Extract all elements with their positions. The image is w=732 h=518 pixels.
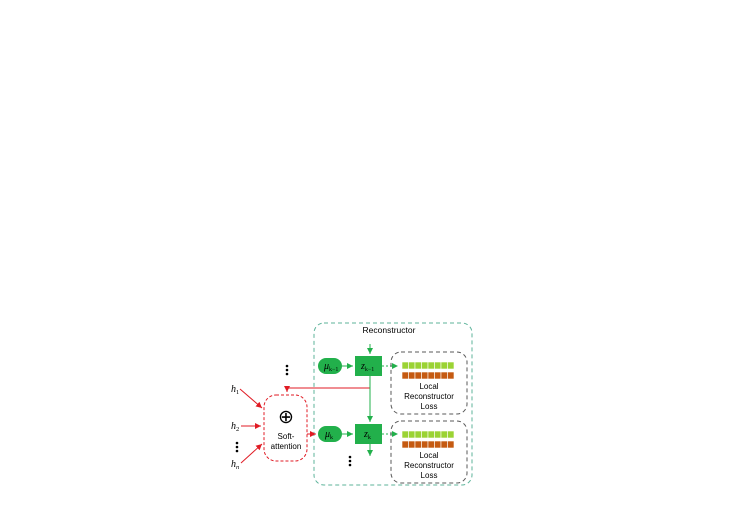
mu-curr-label: μk (324, 429, 333, 441)
vector-cell (421, 361, 429, 370)
vector-cell (447, 371, 455, 380)
ellipsis-bottom (348, 455, 352, 467)
vector-cell (401, 361, 409, 370)
ellipsis-top (285, 364, 289, 376)
vector-cell (447, 430, 455, 439)
vector-cell (434, 371, 442, 380)
vector-cell (414, 361, 422, 370)
loss-top-line2: Reconstructor (404, 392, 454, 401)
soft-attention-block (263, 394, 308, 462)
vector-cell (414, 440, 422, 449)
target-vector-bottom (401, 440, 455, 449)
vector-cell (427, 371, 435, 380)
vector-cell (401, 430, 409, 439)
vector-cell (421, 371, 429, 380)
soft-attention-label-1: Soft- (278, 432, 295, 441)
vector-cell (434, 440, 442, 449)
feedback-arrow (284, 386, 370, 392)
reconstructor-title: Reconstructor (363, 325, 416, 335)
vector-cell (427, 361, 435, 370)
mu-curr-node (318, 426, 342, 442)
arrow-h1-attention (239, 388, 263, 409)
z-curr-node (355, 424, 382, 444)
vector-cell (440, 361, 448, 370)
reconstructor-frame (313, 322, 473, 486)
soft-attention-label-2: attention (271, 442, 302, 451)
vector-cell (408, 430, 416, 439)
vector-cell (401, 440, 409, 449)
predicted-vector-bottom (401, 430, 455, 439)
predicted-vector-top (401, 361, 455, 370)
vector-cell (434, 430, 442, 439)
vector-cell (408, 440, 416, 449)
vector-cell (427, 430, 435, 439)
arrow-hn-attention (240, 443, 263, 464)
oplus-icon: ⊕ (278, 407, 294, 428)
vector-cell (414, 371, 422, 380)
loss-top-line3: Loss (421, 402, 438, 411)
input-h1: h1 (231, 384, 239, 396)
vector-cell (421, 430, 429, 439)
loss-top-line1: Local (419, 382, 438, 391)
vector-cell (408, 371, 416, 380)
vector-cell (440, 440, 448, 449)
ellipsis-inputs (235, 441, 239, 453)
vector-cell (447, 361, 455, 370)
vector-cell (440, 430, 448, 439)
vector-cell (401, 371, 409, 380)
mu-prev-node (318, 358, 342, 374)
vector-cell (427, 440, 435, 449)
vector-cell (434, 361, 442, 370)
z-prev-label: zk−1 (360, 361, 374, 373)
vector-cell (447, 440, 455, 449)
vector-cell (408, 361, 416, 370)
loss-box-top (390, 351, 468, 415)
vector-cell (414, 430, 422, 439)
vector-cell (421, 440, 429, 449)
loss-box-bottom (390, 420, 468, 484)
input-hn: hn (231, 459, 239, 471)
loss-bottom-line3: Loss (421, 471, 438, 480)
target-vector-top (401, 371, 455, 380)
mu-prev-label: μk−1 (323, 361, 338, 373)
z-prev-node (355, 356, 382, 376)
z-curr-label: zk (363, 429, 371, 441)
loss-bottom-line1: Local (419, 451, 438, 460)
loss-bottom-line2: Reconstructor (404, 461, 454, 470)
vector-cell (440, 371, 448, 380)
input-h2: h2 (231, 421, 239, 433)
